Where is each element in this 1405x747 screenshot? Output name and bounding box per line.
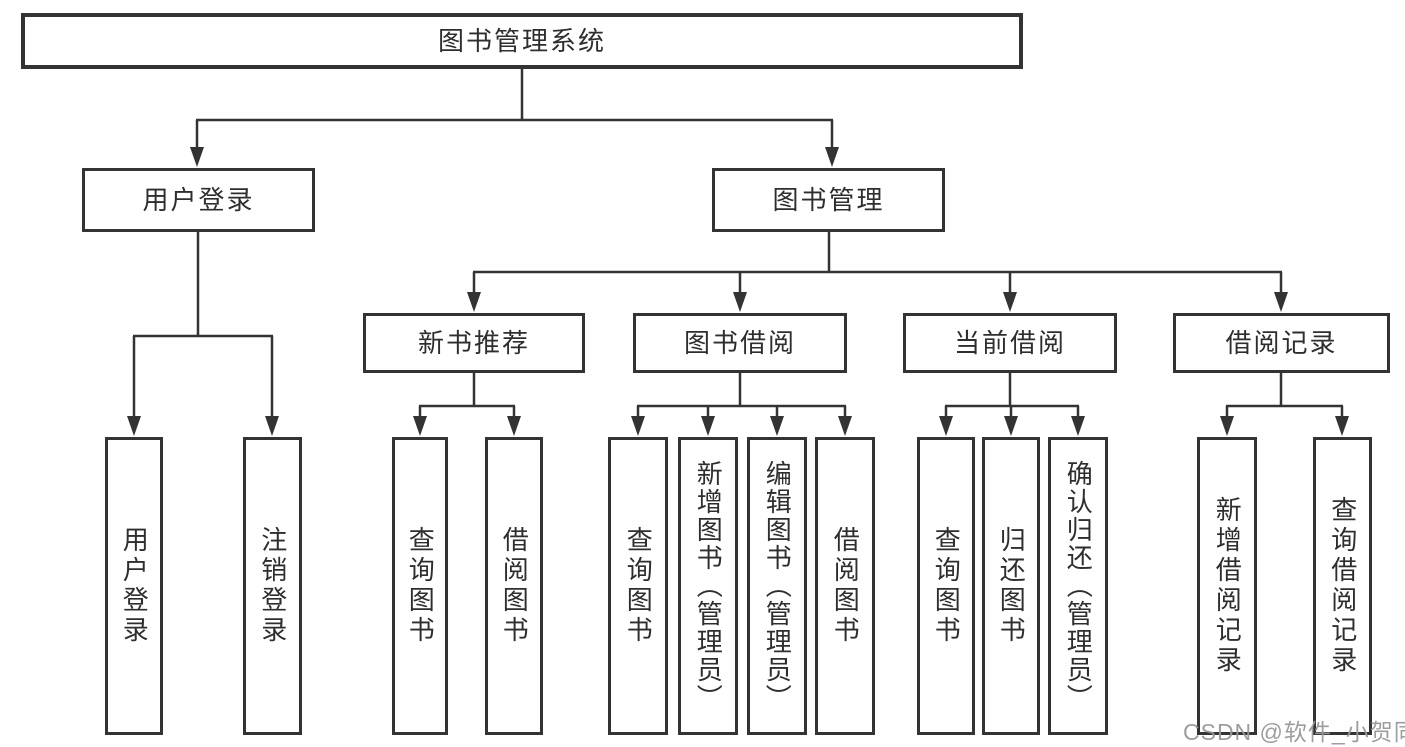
- edge-current-borrow-to-leaves: [939, 373, 1085, 436]
- arrowhead: [265, 416, 279, 436]
- edge-book-borrow-to-leaves: [631, 373, 852, 436]
- node-user-login: 用户登录: [82, 168, 315, 232]
- leaf-recommend-query-books: 查询图书: [392, 437, 448, 735]
- leaf-add-books-admin: 新增图书（管理员）: [678, 437, 738, 735]
- arrowhead: [413, 416, 427, 436]
- edge-book-management-to-level3: [467, 232, 1288, 312]
- edge-root-to-level2: [190, 69, 839, 167]
- arrowhead: [733, 292, 747, 312]
- edge-borrow-records-to-leaves: [1220, 373, 1349, 436]
- arrowhead: [838, 416, 852, 436]
- arrowhead: [770, 416, 784, 436]
- leaf-borrow-books: 借阅图书: [815, 437, 875, 735]
- leaf-user-login: 用户登录: [105, 437, 163, 735]
- leaf-current-query-books: 查询图书: [917, 437, 975, 735]
- arrowhead: [467, 292, 481, 312]
- node-book-borrow: 图书借阅: [633, 313, 847, 373]
- leaf-query-borrow-record: 查询借阅记录: [1313, 437, 1372, 735]
- arrowhead: [1335, 416, 1349, 436]
- arrowhead: [1274, 292, 1288, 312]
- leaf-return-books: 归还图书: [982, 437, 1040, 735]
- edge-new-book-recommend-to-leaves: [413, 373, 521, 436]
- arrowhead: [825, 147, 839, 167]
- leaf-borrow-query-books: 查询图书: [608, 437, 668, 735]
- arrowhead: [190, 147, 204, 167]
- node-borrow-records: 借阅记录: [1173, 313, 1390, 373]
- arrowhead: [631, 416, 645, 436]
- leaf-edit-books-admin: 编辑图书（管理员）: [747, 437, 807, 735]
- node-library-management-system: 图书管理系统: [21, 13, 1023, 69]
- arrowhead: [701, 416, 715, 436]
- leaf-recommend-borrow-books: 借阅图书: [485, 437, 543, 735]
- arrowhead: [1220, 416, 1234, 436]
- leaf-confirm-return-admin: 确认归还（管理员）: [1048, 437, 1108, 735]
- arrowhead: [939, 416, 953, 436]
- csdn-watermark: CSDN @软件_小贺同学: [1183, 719, 1405, 745]
- arrowhead: [1003, 292, 1017, 312]
- arrowhead: [127, 416, 141, 436]
- leaf-logout: 注销登录: [243, 437, 302, 735]
- leaf-add-borrow-record: 新增借阅记录: [1197, 437, 1257, 735]
- edge-user-login-to-leaves: [127, 232, 279, 436]
- arrowhead: [1004, 416, 1018, 436]
- node-new-book-recommend: 新书推荐: [363, 313, 585, 373]
- node-current-borrow: 当前借阅: [903, 313, 1117, 373]
- arrowhead: [1071, 416, 1085, 436]
- arrowhead: [507, 416, 521, 436]
- node-book-management: 图书管理: [712, 168, 945, 232]
